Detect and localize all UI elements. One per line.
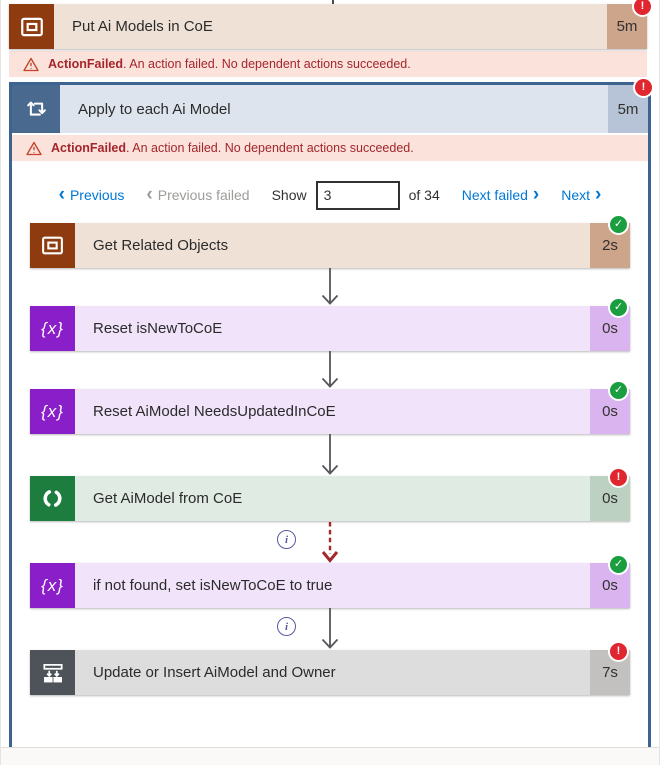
error-banner: ActionFailed. An action failed. No depen… [9,51,647,77]
connector-arrow [30,351,630,389]
error-text: ActionFailed. An action failed. No depen… [48,57,411,71]
action-title: Get AiModel from CoE [93,490,243,507]
error-text: ActionFailed. An action failed. No depen… [51,141,414,155]
workflow-icon [30,223,75,268]
action-card-get-related-objects[interactable]: Get Related Objects 2s ✓ [30,214,630,268]
action-card-apply-to-each[interactable]: Apply to each Ai Model 5m ! [12,77,654,133]
chevron-left-icon: ‹ [58,183,65,205]
incoming-connector-stub [332,0,334,4]
action-card-get-aimodel-from-coe[interactable]: Get AiModel from CoE 0s ! [30,467,630,521]
dataverse-icon [30,476,75,521]
chevron-right-icon: › [595,183,602,205]
error-banner: ActionFailed. An action failed. No depen… [12,135,648,161]
action-card-put-ai-models-in-coe[interactable]: Put Ai Models in CoE 5m ! [9,0,653,49]
connector-arrow: i [30,608,630,650]
previous-button[interactable]: ‹ Previous [58,183,125,205]
status-failed-badge: ! [633,77,654,98]
iteration-number-input[interactable] [315,180,400,210]
next-button[interactable]: Next › [561,183,602,205]
action-card-update-or-insert-aimodel[interactable]: Update or Insert AiModel and Owner 7s ! [30,641,630,695]
apply-to-each-scope: Apply to each Ai Model 5m ! ActionFailed… [9,77,654,750]
action-title: Get Related Objects [93,237,229,254]
previous-failed-button: ‹ Previous failed [146,183,250,205]
chevron-left-icon: ‹ [146,183,153,205]
show-iteration-group: Show of 34 [271,180,440,210]
action-title: Reset AiModel NeedsUpdatedInCoE [93,403,336,420]
connector-arrow [30,434,630,476]
connector-arrow [30,268,630,306]
status-succeeded-badge: ✓ [608,297,629,318]
iteration-pagination: ‹ Previous ‹ Previous failed Show of 34 … [12,179,648,211]
action-title: Apply to each Ai Model [78,100,231,118]
connector-arrow-skipped: i [30,521,630,563]
variable-icon: {x} [30,389,75,434]
canvas-footer [1,747,659,765]
action-title: if not found, set isNewToCoE to true [93,577,333,594]
next-failed-button[interactable]: Next failed › [461,183,540,205]
status-succeeded-badge: ✓ [608,380,629,401]
action-title: Reset isNewToCoE [93,320,223,337]
action-card-if-not-found-set-isnewtocoe[interactable]: {x} if not found, set isNewToCoE to true… [30,554,630,608]
chevron-right-icon: › [532,183,540,205]
scope-icon [30,650,75,695]
status-succeeded-badge: ✓ [608,554,629,575]
info-icon[interactable]: i [277,617,296,636]
variable-icon: {x} [30,563,75,608]
info-icon[interactable]: i [277,530,296,549]
action-card-reset-aimodel-needsupdated[interactable]: {x} Reset AiModel NeedsUpdatedInCoE 0s ✓ [30,380,630,434]
status-succeeded-badge: ✓ [608,214,629,235]
action-title: Update or Insert AiModel and Owner [93,664,336,681]
iteration-action-stack: Get Related Objects 2s ✓ {x} Reset isNew… [30,214,630,695]
action-card-reset-isnewtocoe[interactable]: {x} Reset isNewToCoE 0s ✓ [30,297,630,351]
warning-icon [23,57,39,71]
status-failed-badge: ! [608,467,629,488]
action-title: Put Ai Models in CoE [72,18,213,35]
status-failed-badge: ! [608,641,629,662]
of-total-label: of 34 [408,187,440,203]
show-label: Show [271,187,307,203]
variable-icon: {x} [30,306,75,351]
status-failed-badge: ! [632,0,653,17]
apply-to-each-loop-icon [12,85,60,133]
warning-icon [26,141,42,155]
workflow-icon [9,4,54,49]
